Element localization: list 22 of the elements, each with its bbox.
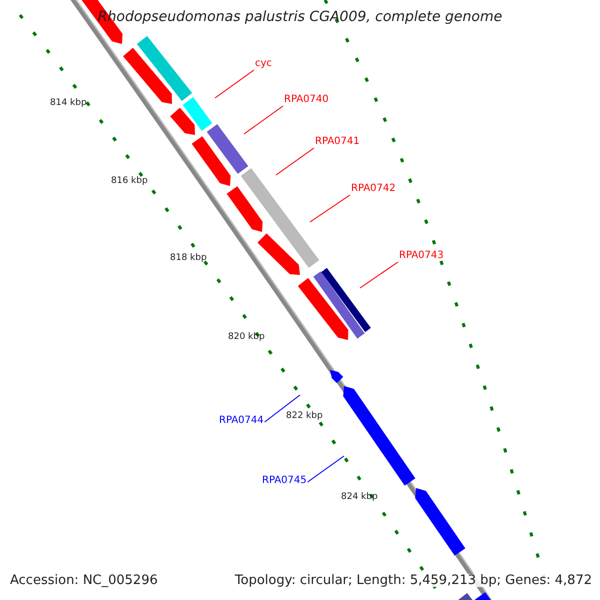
- gene-label: RPA0741: [315, 137, 360, 147]
- leader-line: [264, 394, 300, 422]
- leader-line: [276, 148, 314, 176]
- leader-line: [244, 106, 284, 134]
- scale-label: 818 kbp: [170, 254, 207, 263]
- gene-label: RPA0745: [262, 476, 307, 486]
- leader-line: [307, 456, 344, 482]
- gene-label: RPA0743: [399, 251, 444, 261]
- gene-label: RPA0740: [284, 95, 329, 105]
- gene-label: cyc: [255, 59, 272, 69]
- scale-label: 822 kbp: [286, 412, 323, 421]
- leader-line: [360, 262, 398, 288]
- gene-label: RPA0744: [219, 416, 264, 426]
- scale-label: 824 kbp: [341, 493, 378, 502]
- scale-label: 820 kbp: [228, 333, 265, 342]
- footer-text: Accession: NC_005296: [10, 574, 158, 587]
- leader-line: [310, 194, 350, 222]
- scale-label: 814 kbp: [50, 99, 87, 108]
- footer-text: Topology: circular; Length: 5,459,213 bp; Genes: 4,872: [234, 574, 592, 587]
- scale-label: 816 kbp: [111, 177, 148, 186]
- leader-line: [214, 70, 254, 98]
- gene-label: RPA0742: [351, 184, 396, 194]
